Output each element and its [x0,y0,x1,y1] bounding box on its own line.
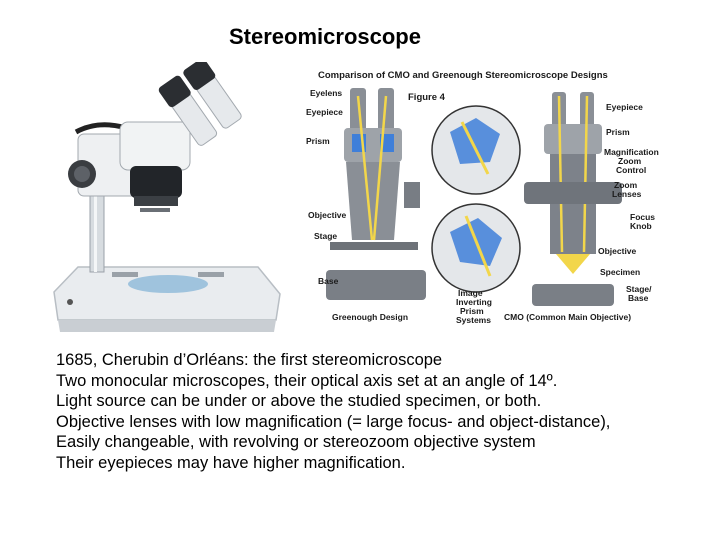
label-eyepiece-left: Eyepiece [306,107,343,117]
caption-greenough: Greenough Design [332,312,408,322]
label-objective-left: Objective [308,210,347,220]
label-knob: Knob [630,221,652,231]
bullet-list: 1685, Cherubin d’Orléans: the first ster… [56,350,696,473]
label-base-right: Base [628,293,649,303]
bullet-line: Objective lenses with low magnification … [56,412,611,431]
label-base-left: Base [318,276,339,286]
label-control: Control [616,165,646,175]
inverting-prism-illustration: Image Inverting Prism Systems [431,105,521,325]
bullet-line: Their eyepieces may have higher magnific… [56,453,406,472]
diagram-title: Comparison of CMO and Greenough Stereomi… [318,70,608,81]
label-eyepiece-right: Eyepiece [606,102,643,112]
label-stage-left: Stage [314,231,337,241]
label-image: Image [458,288,483,298]
label-zoom: Zoom [618,156,642,166]
slide-title: Stereomicroscope [229,24,421,49]
label-stage-right: Stage/ [626,284,652,294]
bullet-line: 1685, Cherubin d’Orléans: the first ster… [56,351,443,369]
greenough-illustration: Eyelens Eyepiece Prism Objective Stage B… [306,88,426,322]
figure-label: Figure 4 [408,92,446,103]
label-magnification: Magnification [604,147,659,157]
cmo-illustration: Eyepiece Prism Magnification Zoom Contro… [504,92,659,322]
caption-cmo: CMO (Common Main Objective) [504,312,631,322]
label-objective-right: Objective [598,246,637,256]
stereomicroscope-photo [53,62,281,332]
label-inverting: Inverting [456,297,492,307]
label-specimen: Specimen [600,267,640,277]
label-eyelens: Eyelens [310,88,342,98]
bullet-line: Easily changeable, with revolving or ste… [56,433,536,451]
label-prism-left: Prism [306,136,330,146]
label-prism-right: Prism [606,127,630,137]
label-systems: Systems [456,315,491,325]
bullet-line: Two monocular microscopes, their optical… [56,371,558,390]
label-focus: Focus [630,212,655,222]
cmo-greenough-diagram: Comparison of CMO and Greenough Stereomi… [306,70,659,325]
label-zoom-lenses-2: Lenses [612,189,642,199]
bullet-line: Light source can be under or above the s… [56,392,542,410]
label-zoom-lenses-1: Zoom [614,180,638,190]
label-prism-mid: Prism [460,306,484,316]
